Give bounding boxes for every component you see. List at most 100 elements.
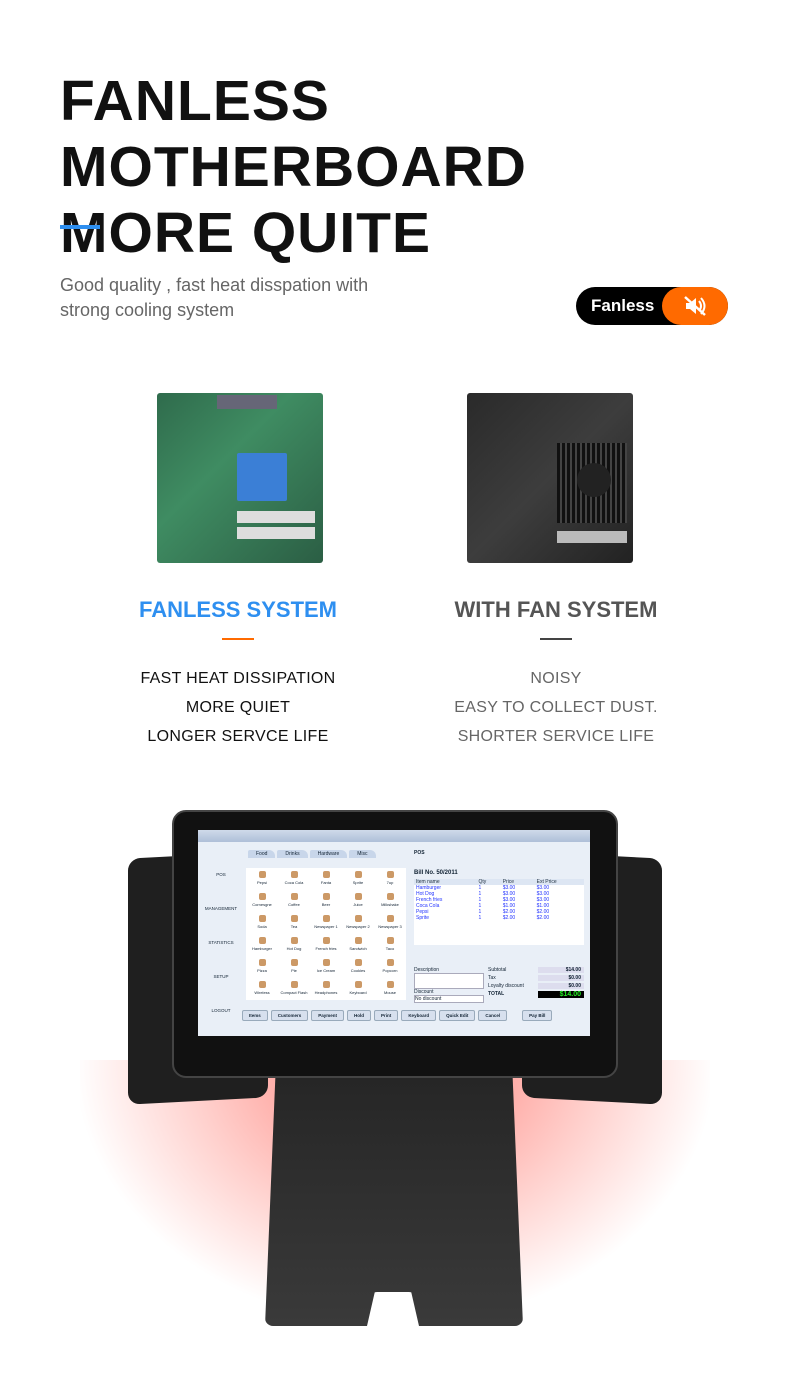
product-item[interactable]: Juice <box>342 890 374 912</box>
product-item[interactable]: Hot Dog <box>278 934 310 956</box>
product-item[interactable]: Coffee <box>278 890 310 912</box>
table-cell: $3.00 <box>502 885 516 891</box>
table-cell: 1 <box>478 903 482 909</box>
pos-button[interactable]: Customers <box>270 1010 309 1021</box>
pos-button[interactable]: Payment <box>311 1010 345 1021</box>
product-item[interactable]: Newspaper 3 <box>374 912 406 934</box>
column-header: Ext Price <box>534 879 584 885</box>
product-item[interactable]: French fries <box>310 934 342 956</box>
product-item[interactable]: Hamburger <box>246 934 278 956</box>
pos-button[interactable]: Items <box>242 1010 268 1021</box>
table-cell: French fries <box>416 897 443 903</box>
fanless-motherboard-image <box>157 393 323 563</box>
product-item[interactable]: Cornesgne <box>246 890 278 912</box>
nav-pos[interactable]: POS <box>216 872 226 877</box>
product-item[interactable]: Compact Flash <box>278 978 310 1000</box>
nav-logout[interactable]: LOGOUT <box>211 1008 231 1013</box>
product-item[interactable]: Newspaper 2 <box>342 912 374 934</box>
with-fan-point: SHORTER SERVICE LIFE <box>457 728 655 745</box>
totals: Subtotal$14.00 Tax$0.00 Loyalty discount… <box>488 967 584 1000</box>
device-stand <box>265 1078 523 1326</box>
table-cell: $2.00 <box>536 915 550 921</box>
table-cell: 1 <box>478 915 482 921</box>
nav-statistics[interactable]: STATISTICS <box>208 940 234 945</box>
table-cell: Hot Dog <box>416 891 435 897</box>
subtitle: Good quality , fast heat disspation with… <box>60 273 440 323</box>
tab-hardware[interactable]: Hardware <box>309 850 348 858</box>
discount-select[interactable]: No discount <box>414 995 484 1003</box>
table-cell: $3.00 <box>536 891 550 897</box>
product-item[interactable]: Pie <box>278 956 310 978</box>
product-item[interactable]: Taco <box>374 934 406 956</box>
tab-food[interactable]: Food <box>248 850 276 858</box>
table-cell: $1.00 <box>502 903 516 909</box>
fanless-point: FAST HEAT DISSIPATION <box>140 670 336 687</box>
fanless-point: LONGER SERVCE LIFE <box>147 728 329 745</box>
mute-speaker-icon <box>662 287 728 325</box>
product-item[interactable]: Coca Cola <box>278 868 310 890</box>
product-item[interactable]: Sprite <box>342 868 374 890</box>
pos-nav: POS MANAGEMENT STATISTICS SETUP LOGOUT <box>201 848 241 1018</box>
bill-number: Bill No. 50/2011 <box>414 870 458 876</box>
table-cell: 1 <box>478 909 482 915</box>
product-item[interactable]: 7up <box>374 868 406 890</box>
product-item[interactable]: Pizza <box>246 956 278 978</box>
product-item[interactable]: Tea <box>278 912 310 934</box>
divider <box>222 638 254 640</box>
loyalty-value: $0.00 <box>538 983 584 989</box>
loyalty-label: Loyalty discount <box>488 983 524 989</box>
nav-management[interactable]: MANAGEMENT <box>204 906 238 911</box>
pos-button[interactable]: Hold <box>347 1010 372 1021</box>
product-item[interactable]: Milkshake <box>374 890 406 912</box>
with-fan-point: EASY TO COLLECT DUST. <box>454 699 658 716</box>
tab-drinks[interactable]: Drinks <box>277 850 308 858</box>
product-item[interactable]: Fanta <box>310 868 342 890</box>
product-item[interactable]: Pepsi <box>246 868 278 890</box>
product-item[interactable]: Mouse <box>374 978 406 1000</box>
category-tabs: Food Drinks Hardware Misc <box>248 850 376 858</box>
fan-motherboard-image <box>467 393 633 563</box>
product-item[interactable]: Wireless <box>246 978 278 1000</box>
table-row[interactable]: Sprite 1 $2.00 $2.00 <box>414 915 584 921</box>
pos-button[interactable]: Print <box>374 1010 399 1021</box>
table-cell: $2.00 <box>502 915 516 921</box>
product-item[interactable]: Ice Cream <box>310 956 342 978</box>
fanless-column: FANLESS SYSTEM FAST HEAT DISSIPATION MOR… <box>88 597 388 751</box>
with-fan-point: NOISY <box>530 670 582 687</box>
subtotal-value: $14.00 <box>538 967 584 973</box>
pos-button[interactable]: Cancel <box>478 1010 508 1021</box>
table-cell: $2.00 <box>536 909 550 915</box>
description-label: Description <box>414 967 440 973</box>
pos-button[interactable]: Keyboard <box>401 1010 437 1021</box>
tab-misc[interactable]: Misc <box>349 850 376 858</box>
fanless-heading: FANLESS SYSTEM <box>138 597 338 622</box>
product-item[interactable]: Keyboard <box>342 978 374 1000</box>
fanless-badge: Fanless <box>576 287 728 325</box>
product-item[interactable]: Cookies <box>342 956 374 978</box>
pos-button[interactable]: Quick Edit <box>439 1010 476 1021</box>
product-item[interactable]: Headphones <box>310 978 342 1000</box>
subtotal-label: Subtotal <box>488 967 507 973</box>
product-item[interactable]: Sandwich <box>342 934 374 956</box>
description-input[interactable] <box>414 973 484 989</box>
with-fan-column: WITH FAN SYSTEM NOISY EASY TO COLLECT DU… <box>406 597 706 751</box>
product-item[interactable]: Soda <box>246 912 278 934</box>
table-cell: Sprite <box>416 915 430 921</box>
product-item[interactable]: Popcorn <box>374 956 406 978</box>
product-item[interactable]: Beer <box>310 890 342 912</box>
subtitle-line-2: strong cooling system <box>60 300 235 320</box>
pos-title: POS <box>414 850 425 856</box>
pos-button[interactable]: Pay Bill <box>522 1010 553 1021</box>
subtitle-line-1: Good quality , fast heat disspation with <box>60 275 369 295</box>
title-line-1: FANLESS MOTHERBOARD <box>60 69 527 199</box>
nav-setup[interactable]: SETUP <box>213 974 229 979</box>
product-item[interactable]: Newspaper 1 <box>310 912 342 934</box>
